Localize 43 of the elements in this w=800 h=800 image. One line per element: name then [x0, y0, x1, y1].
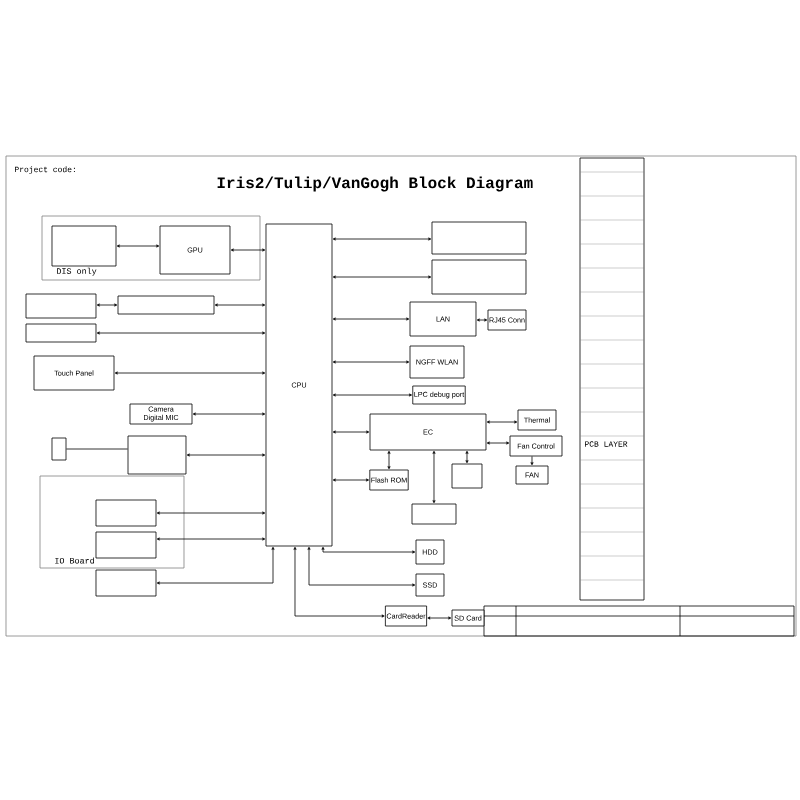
empty-box [51, 225, 117, 267]
diagram-title: Iris2/Tulip/VanGogh Block Diagram [217, 176, 533, 192]
connector-arrow [156, 537, 266, 541]
connector-arrow [476, 318, 488, 322]
connector-arrow [332, 430, 370, 434]
empty-box [127, 435, 187, 475]
connector-arrow [332, 237, 432, 241]
empty-box [117, 295, 215, 315]
empty-box [451, 463, 483, 489]
connector-arrow [486, 420, 518, 424]
connector-arrow [432, 450, 436, 504]
connector-arrow [332, 393, 412, 397]
connector-arrow [116, 244, 160, 248]
empty-box [25, 323, 97, 343]
connector-arrow [96, 303, 118, 307]
connector-arrow [465, 450, 469, 464]
connector-arrow [307, 546, 416, 587]
empty-box [95, 569, 157, 597]
empty-box [431, 259, 527, 295]
connector-arrow [332, 275, 432, 279]
connector-arrow [332, 317, 410, 321]
connector-arrow [214, 303, 266, 307]
connector-arrow [96, 331, 266, 335]
connector-arrow [114, 371, 266, 375]
empty-box [95, 499, 157, 527]
connector-arrow [156, 546, 275, 585]
connector-arrow [186, 453, 266, 457]
empty-box [411, 503, 457, 525]
connector-arrow [486, 441, 510, 445]
empty-box [25, 293, 97, 319]
connector-arrow [192, 412, 266, 416]
empty-box [95, 531, 157, 559]
connector-arrow [156, 511, 266, 515]
connector-arrow [332, 478, 369, 482]
empty-box [51, 437, 67, 461]
connector-arrow [321, 546, 416, 554]
connector-arrow [332, 360, 410, 364]
empty-box [431, 221, 527, 255]
connector-arrow [230, 248, 266, 252]
connector-arrow [293, 546, 385, 618]
connector-arrow [387, 450, 391, 470]
connector-arrow [427, 616, 452, 620]
connector-arrow [530, 456, 534, 466]
